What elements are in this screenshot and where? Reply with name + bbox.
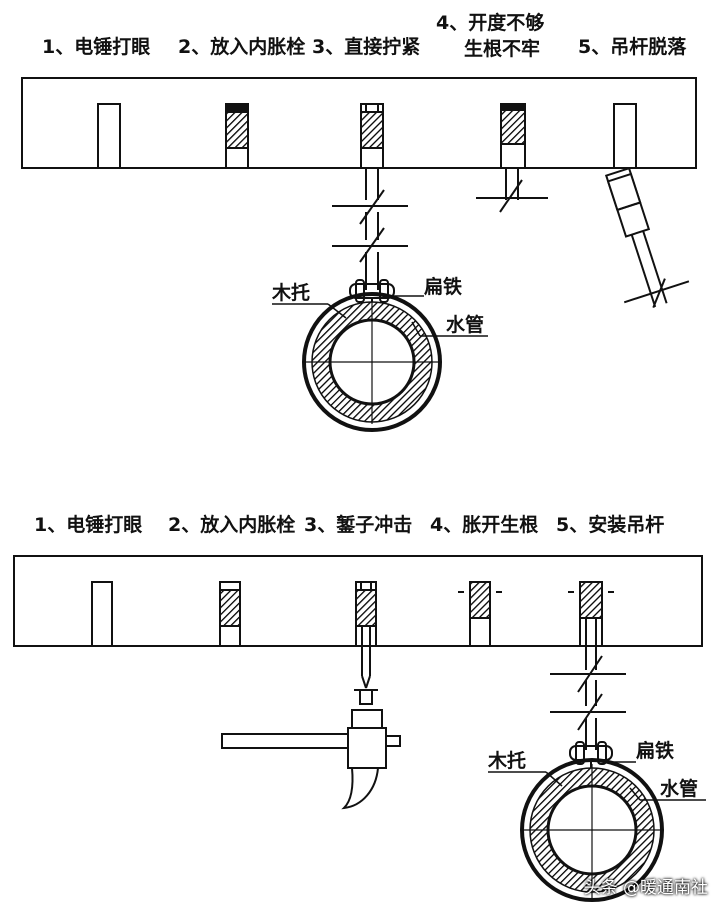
bottom-step-5: 5、安装吊杆 xyxy=(556,514,665,536)
top-hole-1 xyxy=(97,103,121,169)
top-step-1: 1、电锤打眼 xyxy=(42,36,151,58)
watermark: 头条 @暖通南社 xyxy=(583,878,708,898)
bottom-rod-5 xyxy=(550,618,626,750)
top-anchor-2 xyxy=(225,103,249,169)
bottom-anchor-5 xyxy=(568,581,614,647)
top-slab xyxy=(21,77,697,169)
top-step-3: 3、直接拧紧 xyxy=(312,36,421,58)
top-water-pipe-label: 水管 xyxy=(446,314,485,336)
bottom-hammer xyxy=(221,709,401,810)
bottom-step-2: 2、放入内胀栓 xyxy=(168,514,296,536)
top-step-5: 5、吊杆脱落 xyxy=(578,36,687,58)
top-anchor-3 xyxy=(360,103,384,169)
bottom-step-3: 3、錾子冲击 xyxy=(304,514,413,536)
top-step-2: 2、放入内胀栓 xyxy=(178,36,306,58)
top-step-4: 4、开度不够 xyxy=(436,12,545,34)
top-rod-3 xyxy=(332,168,408,290)
top-hole-5 xyxy=(613,103,637,169)
bottom-wood-label: 木托 xyxy=(488,750,527,772)
bottom-step-1: 1、电锤打眼 xyxy=(34,514,143,536)
top-fallen-rod xyxy=(604,166,690,308)
bottom-pipe xyxy=(520,758,664,902)
top-pipe xyxy=(302,292,442,432)
top-wood-label: 木托 xyxy=(272,282,311,304)
bottom-anchor-2 xyxy=(219,581,241,647)
bottom-anchor-4 xyxy=(458,581,502,647)
bottom-anchor-3 xyxy=(355,581,377,647)
bottom-water-pipe-label: 水管 xyxy=(660,778,699,800)
bottom-step-4: 4、胀开生根 xyxy=(430,514,539,536)
top-flat-iron-label: 扁铁 xyxy=(424,276,463,298)
top-step-4-line2: 生根不牢 xyxy=(464,38,541,60)
bottom-chisel xyxy=(354,626,378,705)
top-anchor-4 xyxy=(476,103,548,213)
bottom-hole-1 xyxy=(91,581,113,647)
bottom-flat-iron-label: 扁铁 xyxy=(636,740,675,762)
